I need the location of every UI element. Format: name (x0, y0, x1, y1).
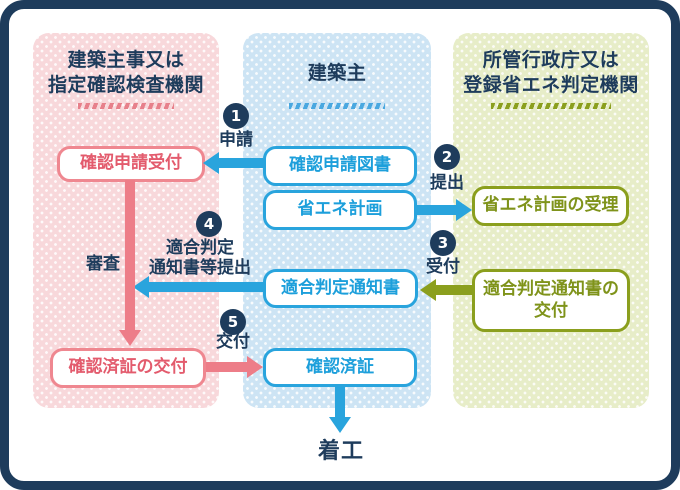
arrow-head (119, 330, 141, 346)
box-conformity-judgment-notice-issue: 適合判定通知書の 交付 (472, 269, 630, 332)
box-label: 確認申請受付 (80, 153, 182, 174)
arrow-shaft (335, 387, 345, 417)
arrow-head (456, 199, 472, 221)
step-badge-4: 4 (196, 211, 222, 237)
step-number: 5 (227, 313, 239, 331)
arrow-shaft (149, 282, 263, 292)
step-number: 3 (437, 234, 449, 252)
box-label: 確認申請図書 (289, 155, 391, 176)
column-title-examiner-line1: 建築主事又は (67, 49, 185, 72)
step-badge-5: 5 (220, 309, 246, 335)
step-number: 1 (230, 107, 242, 125)
step-number: 2 (441, 148, 453, 166)
box-label-line1: 適合判定通知書の (483, 279, 619, 300)
label-examination: 審査 (86, 254, 120, 274)
arrow-shaft (417, 205, 456, 215)
arrow-application-left (203, 152, 263, 174)
arrow-certificate-issue-right (206, 356, 263, 378)
column-title-agency-line2: 登録省エネ判定機関 (463, 74, 639, 96)
step-label-conformity-notice-submission: 適合判定 通知書等提出 (125, 238, 275, 278)
column-examiner: 建築主事又は 指定確認検査機関 (33, 33, 219, 408)
arrow-head (203, 152, 219, 174)
box-label: 省エネ計画 (297, 199, 383, 220)
step-badge-3: 3 (430, 230, 456, 256)
column-title-agency: 所管行政庁又は 登録省エネ判定機関 (453, 47, 649, 99)
arrow-head (247, 356, 263, 378)
step-label-submission: 提出 (430, 173, 464, 193)
step-label-issuance: 交付 (216, 332, 250, 352)
title-underline-scribble (78, 103, 174, 109)
step-badge-2: 2 (434, 144, 460, 170)
arrow-head (329, 417, 351, 433)
box-label: 適合判定通知書 (281, 277, 400, 298)
title-underline-scribble (289, 103, 385, 109)
step-badge-1: 1 (223, 103, 249, 129)
box-confirmation-application-reception: 確認申請受付 (57, 146, 205, 182)
box-label: 確認済証の交付 (68, 357, 188, 378)
box-confirmation-application-documents: 確認申請図書 (263, 146, 417, 186)
arrow-submission-right (417, 199, 472, 221)
column-title-agency-line1: 所管行政庁又は (482, 49, 620, 72)
column-title-examiner: 建築主事又は 指定確認検査機関 (33, 47, 219, 99)
arrow-head (133, 276, 149, 298)
arrow-head (420, 279, 436, 301)
box-confirmation-certificate: 確認済証 (263, 348, 417, 387)
arrow-shaft (219, 158, 263, 168)
box-label-line2: 交付 (534, 300, 568, 321)
step-label-reception: 受付 (426, 257, 460, 277)
label-construction-start: 着工 (317, 439, 364, 464)
box-confirmation-certificate-issue: 確認済証の交付 (50, 348, 206, 388)
box-energy-saving-plan-acceptance: 省エネ計画の受理 (472, 186, 629, 226)
column-title-examiner-line2: 指定確認検査機関 (47, 74, 204, 96)
box-conformity-judgment-notice: 適合判定通知書 (263, 269, 418, 308)
box-label: 省エネ計画の受理 (482, 195, 619, 216)
box-energy-saving-plan: 省エネ計画 (263, 190, 417, 230)
arrow-shaft (206, 362, 247, 372)
step-label-line2: 通知書等提出 (149, 257, 251, 278)
column-title-owner-line1: 建築主 (307, 61, 367, 84)
arrow-construction-start-down (329, 387, 351, 433)
title-underline-scribble (491, 103, 611, 109)
step-label-application: 申請 (219, 130, 253, 150)
box-label: 確認済証 (306, 356, 374, 377)
step-label-line1: 適合判定 (166, 238, 234, 258)
arrow-shaft (436, 285, 472, 295)
arrow-notice-submission-left (133, 276, 263, 298)
arrow-shaft (125, 180, 135, 330)
column-title-owner: 建築主 (243, 47, 431, 99)
arrow-examination-down (119, 180, 141, 346)
step-number: 4 (203, 215, 215, 233)
arrow-notice-issue-left (420, 279, 472, 301)
